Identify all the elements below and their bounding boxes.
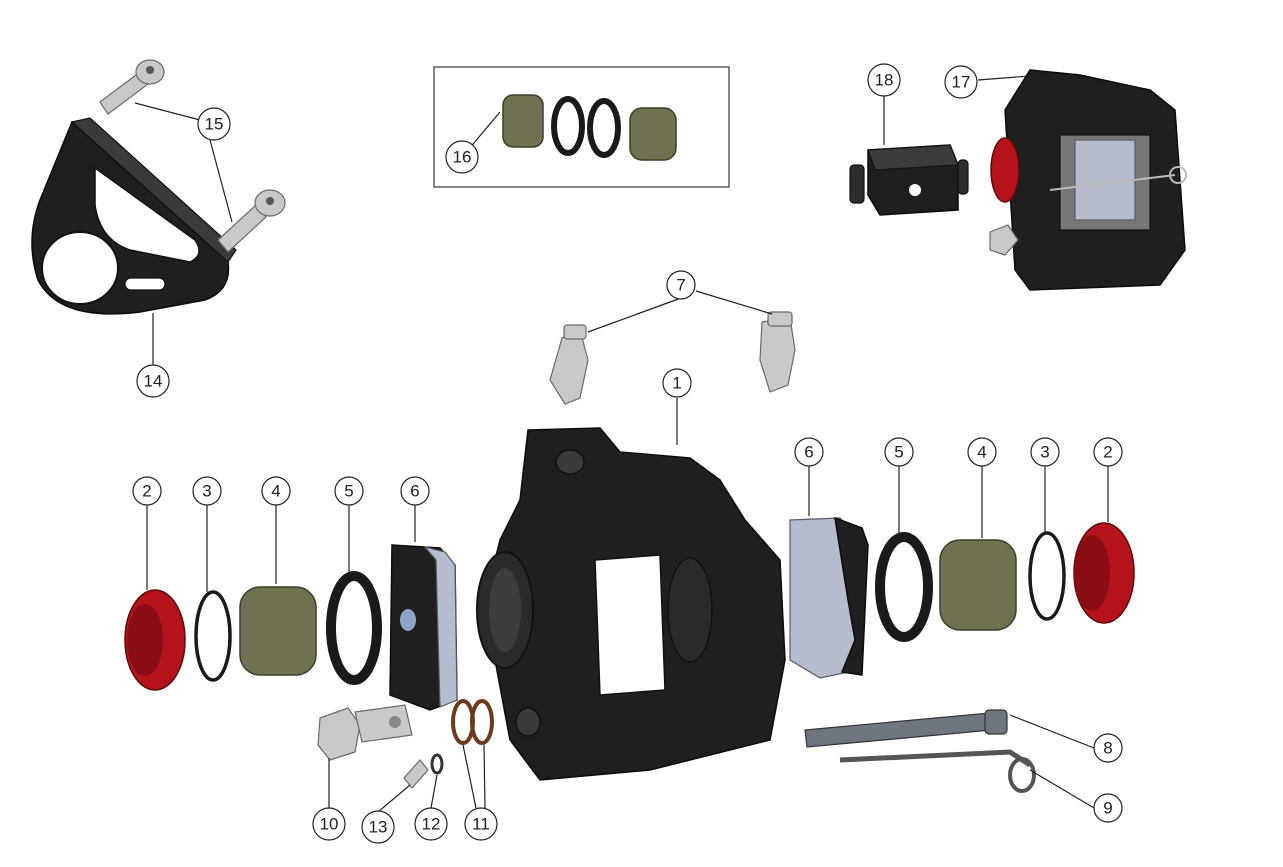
part-5-seal-right: [875, 532, 933, 642]
callout-7: 7: [666, 270, 696, 300]
callout-3-right: 3: [1030, 437, 1060, 467]
svg-text:2: 2: [142, 482, 151, 501]
part-15-bolt-upper: [99, 59, 165, 115]
callout-6-right: 6: [794, 437, 824, 467]
part-7-bleed-nipple-left: [549, 324, 589, 405]
part-15-bolt-lower: [217, 189, 286, 253]
part-14-bracket: [31, 117, 237, 315]
svg-text:9: 9: [1103, 799, 1112, 818]
part-18-spacer: [849, 144, 969, 216]
part-6-pad-right: [789, 516, 869, 679]
part-4-piston-left: [239, 586, 317, 676]
part-16-piston-set: [502, 94, 677, 161]
svg-text:3: 3: [202, 482, 211, 501]
svg-text:14: 14: [144, 372, 163, 391]
svg-text:6: 6: [804, 443, 813, 462]
part-11-orings: [451, 699, 494, 745]
svg-text:4: 4: [271, 482, 280, 501]
part-1-caliper-body: [476, 427, 786, 781]
part-9-clip: [839, 749, 1036, 793]
part-7-bleed-nipple-right: [759, 311, 796, 393]
svg-text:5: 5: [344, 482, 353, 501]
svg-text:15: 15: [205, 115, 224, 134]
svg-text:5: 5: [894, 443, 903, 462]
svg-text:7: 7: [676, 276, 685, 295]
part-2-cap-left: [124, 589, 186, 691]
part-6-pad-left: [389, 544, 458, 711]
part-3-oring-right: [1028, 531, 1066, 621]
svg-text:6: 6: [410, 482, 419, 501]
callout-11: 11: [464, 807, 498, 841]
part-5-seal-left: [326, 571, 382, 685]
part-3-oring-left: [194, 590, 232, 682]
callout-4-right: 4: [967, 437, 997, 467]
callout-2-left: 2: [132, 476, 162, 506]
svg-text:11: 11: [472, 815, 490, 834]
callout-16: 16: [445, 140, 479, 174]
svg-text:10: 10: [320, 815, 339, 834]
callout-3-left: 3: [192, 476, 222, 506]
svg-text:3: 3: [1040, 443, 1049, 462]
callout-6-left: 6: [400, 476, 430, 506]
callout-18: 18: [867, 63, 901, 97]
svg-text:18: 18: [875, 71, 894, 90]
part-4-piston-right: [939, 539, 1017, 631]
svg-text:13: 13: [369, 818, 388, 837]
part-8-pin: [804, 709, 1008, 748]
part-16-inset-frame: [433, 66, 730, 188]
callout-5-right: 5: [884, 437, 914, 467]
svg-text:4: 4: [977, 443, 986, 462]
callout-9: 9: [1093, 793, 1123, 823]
callout-12: 12: [414, 807, 448, 841]
svg-text:16: 16: [453, 148, 472, 167]
callout-10: 10: [312, 807, 346, 841]
part-13-screw: [403, 759, 429, 789]
part-12-washer: [430, 753, 444, 775]
callout-5-left: 5: [334, 476, 364, 506]
svg-text:12: 12: [422, 815, 441, 834]
leader-lines: [134, 75, 1109, 813]
callout-4-left: 4: [261, 476, 291, 506]
svg-text:17: 17: [952, 73, 971, 92]
callout-17: 17: [944, 65, 978, 99]
part-10-banjo-bolt: [317, 704, 413, 761]
part-2-cap-right: [1073, 522, 1135, 624]
callout-8: 8: [1093, 733, 1123, 763]
svg-text:2: 2: [1103, 443, 1112, 462]
callout-14: 14: [136, 364, 170, 398]
callout-13: 13: [361, 810, 395, 844]
callout-15: 15: [197, 107, 231, 141]
callout-1: 1: [662, 368, 692, 398]
part-17-assembled-caliper: [989, 69, 1187, 291]
svg-text:8: 8: [1103, 739, 1112, 758]
callout-2-right: 2: [1093, 437, 1123, 467]
svg-text:1: 1: [672, 374, 681, 393]
